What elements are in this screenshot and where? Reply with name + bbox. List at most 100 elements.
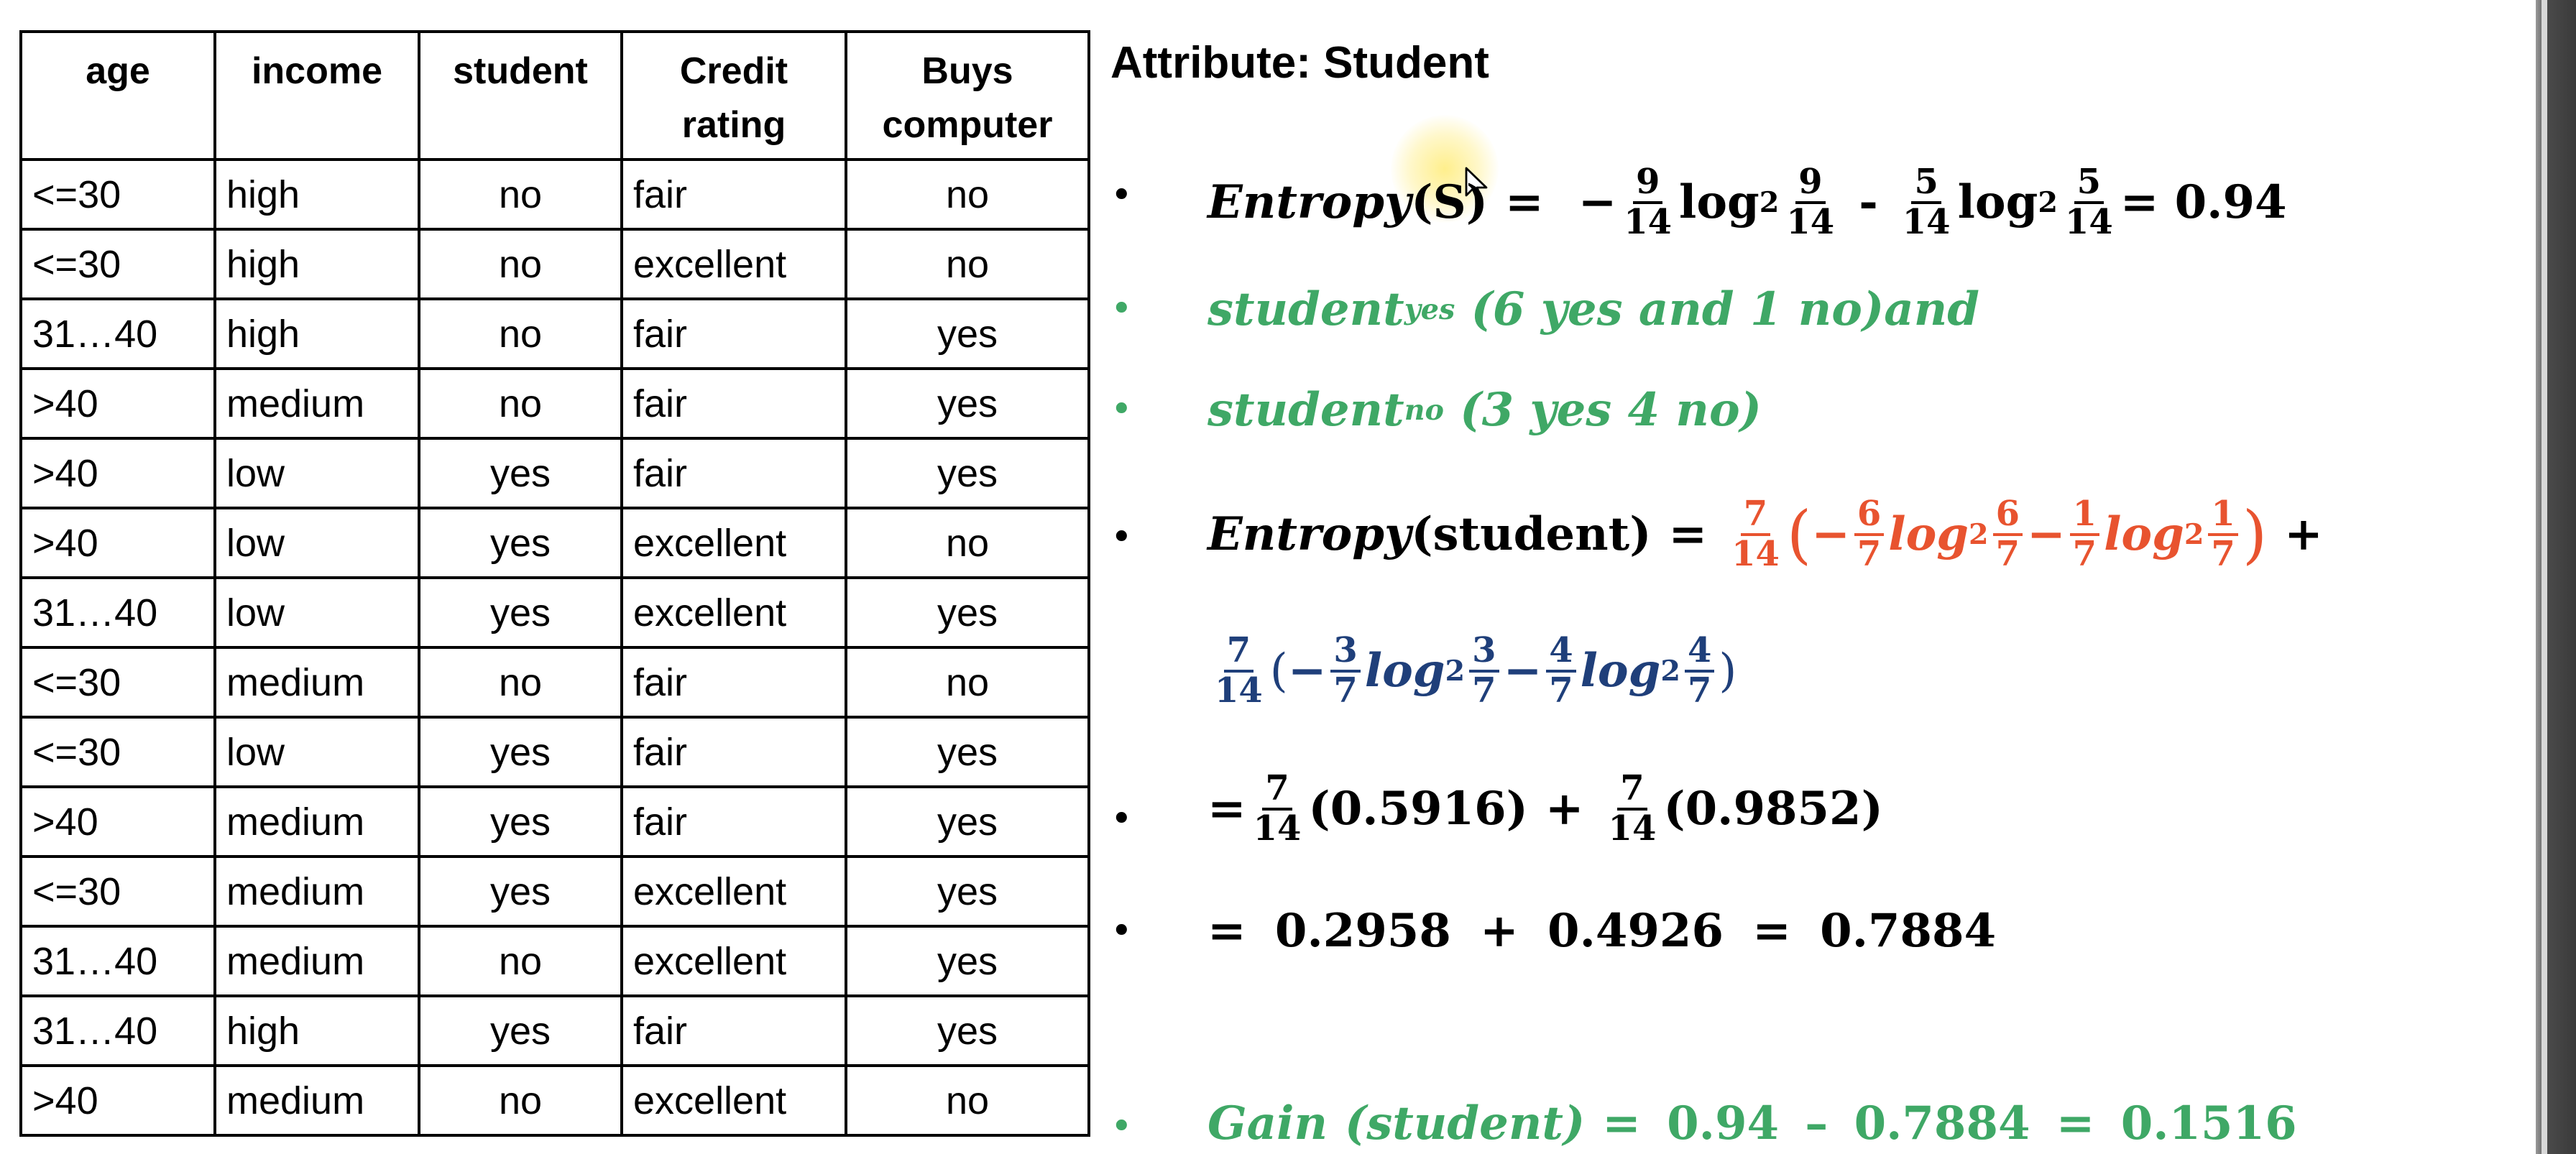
cell-credit-rating: fair bbox=[620, 994, 847, 1067]
gain-student-line: Gain (student) = 0.94 – 0.7884 = 0.1516 bbox=[1208, 1097, 2297, 1150]
cell-buys-computer: no bbox=[845, 1064, 1090, 1137]
cell-credit-rating: fair bbox=[620, 297, 847, 370]
cell-credit-rating: excellent bbox=[620, 507, 847, 579]
cell-age: <=30 bbox=[19, 646, 216, 719]
cell-buys-computer: no bbox=[845, 228, 1090, 300]
cell-income: low bbox=[213, 716, 420, 788]
entropy-student-result: = 0.2958 + 0.4926 = 0.7884 bbox=[1208, 904, 1997, 958]
cell-buys-computer: yes bbox=[845, 994, 1090, 1067]
cell-student: yes bbox=[418, 576, 623, 649]
bullet: • bbox=[1110, 388, 1133, 431]
bullet: • bbox=[1110, 910, 1133, 953]
bullet: • bbox=[1110, 287, 1133, 331]
cell-buys-computer: no bbox=[845, 158, 1090, 231]
cell-age: <=30 bbox=[19, 855, 216, 928]
cell-income: high bbox=[213, 228, 420, 300]
cell-age: <=30 bbox=[19, 228, 216, 300]
cell-student: no bbox=[418, 228, 623, 300]
window-edge-highlight bbox=[2542, 0, 2547, 1154]
header-age: age bbox=[19, 30, 216, 161]
cell-buys-computer: no bbox=[845, 507, 1090, 579]
cell-student: no bbox=[418, 158, 623, 231]
header-student: student bbox=[418, 30, 623, 161]
cell-credit-rating: fair bbox=[620, 158, 847, 231]
cell-buys-computer: yes bbox=[845, 576, 1090, 649]
cell-credit-rating: excellent bbox=[620, 1064, 847, 1137]
bullet: • bbox=[1110, 516, 1133, 559]
cell-income: medium bbox=[213, 925, 420, 997]
cell-student: yes bbox=[418, 507, 623, 579]
cell-student: yes bbox=[418, 994, 623, 1067]
cell-credit-rating: excellent bbox=[620, 855, 847, 928]
cell-buys-computer: yes bbox=[845, 297, 1090, 370]
cell-income: high bbox=[213, 297, 420, 370]
cell-age: 31…40 bbox=[19, 994, 216, 1067]
cell-age: 31…40 bbox=[19, 297, 216, 370]
cell-student: yes bbox=[418, 716, 623, 788]
cell-buys-computer: yes bbox=[845, 925, 1090, 997]
cell-income: low bbox=[213, 507, 420, 579]
cell-buys-computer: yes bbox=[845, 716, 1090, 788]
cell-credit-rating: fair bbox=[620, 367, 847, 440]
cell-student: yes bbox=[418, 437, 623, 509]
cell-student: no bbox=[418, 1064, 623, 1137]
table-header-row: age income student Credit rating Buys co… bbox=[19, 30, 1090, 161]
cell-income: low bbox=[213, 437, 420, 509]
cell-age: >40 bbox=[19, 507, 216, 579]
cell-age: >40 bbox=[19, 437, 216, 509]
cell-income: medium bbox=[213, 646, 420, 719]
cell-buys-computer: yes bbox=[845, 785, 1090, 858]
cell-buys-computer: yes bbox=[845, 437, 1090, 509]
cell-age: >40 bbox=[19, 367, 216, 440]
cell-income: medium bbox=[213, 1064, 420, 1137]
cell-buys-computer: yes bbox=[845, 855, 1090, 928]
cell-credit-rating: fair bbox=[620, 437, 847, 509]
cell-credit-rating: excellent bbox=[620, 576, 847, 649]
cell-income: high bbox=[213, 994, 420, 1067]
cell-income: high bbox=[213, 158, 420, 231]
mouse-pointer-icon bbox=[1465, 167, 1488, 203]
cell-student: yes bbox=[418, 855, 623, 928]
cell-buys-computer: no bbox=[845, 646, 1090, 719]
cell-credit-rating: excellent bbox=[620, 925, 847, 997]
cell-student: no bbox=[418, 367, 623, 440]
cell-credit-rating: fair bbox=[620, 785, 847, 858]
training-data-table: age income student Credit rating Buys co… bbox=[19, 30, 1090, 1137]
header-buys-computer: Buys computer bbox=[845, 30, 1090, 161]
header-income: income bbox=[213, 30, 420, 161]
bullet: • bbox=[1110, 174, 1133, 217]
bullet: • bbox=[1110, 798, 1133, 841]
cell-age: >40 bbox=[19, 785, 216, 858]
cursor-highlight bbox=[1391, 115, 1499, 223]
cell-credit-rating: fair bbox=[620, 716, 847, 788]
cell-student: no bbox=[418, 646, 623, 719]
cell-age: 31…40 bbox=[19, 925, 216, 997]
cell-age: 31…40 bbox=[19, 576, 216, 649]
cell-buys-computer: yes bbox=[845, 367, 1090, 440]
cell-income: medium bbox=[213, 855, 420, 928]
cell-age: <=30 bbox=[19, 716, 216, 788]
cell-income: low bbox=[213, 576, 420, 649]
